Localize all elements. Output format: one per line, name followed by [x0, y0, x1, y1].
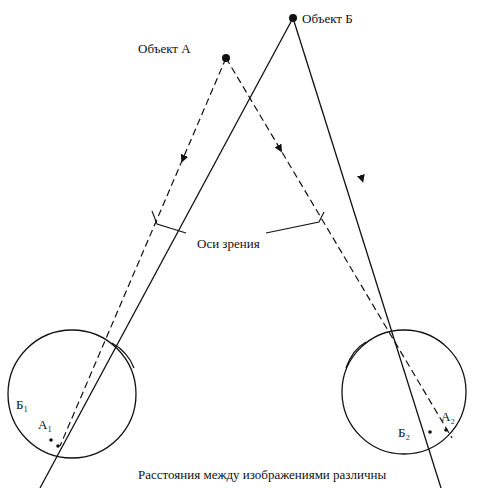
arrowhead: [358, 166, 362, 179]
arrowhead: [183, 147, 188, 159]
right-cornea: [346, 342, 366, 368]
bracket: [266, 212, 324, 233]
caption: Расстояния между изображениями различны: [138, 468, 386, 481]
object-dot: [289, 14, 297, 22]
image-point: [49, 438, 53, 442]
point-label: А₂: [441, 410, 455, 423]
point-label: Б₁: [16, 398, 28, 411]
image-point: [444, 428, 448, 432]
arrowhead: [273, 137, 280, 149]
axes-label: Оси зрения: [195, 237, 262, 250]
point-label: А₁: [38, 418, 52, 431]
point-label: Б₂: [398, 426, 410, 439]
bracket: [152, 211, 186, 233]
ray-b-left: [40, 18, 293, 488]
ray-b-right: [293, 18, 441, 488]
right-eye: [342, 330, 466, 454]
ray-a-left: [60, 58, 226, 446]
image-point: [428, 430, 432, 434]
object-dot: [222, 54, 230, 62]
object-label: Объект Б: [302, 12, 353, 25]
image-point: [56, 444, 60, 448]
left-eye: [8, 330, 136, 458]
object-label: Объект А: [138, 42, 191, 55]
